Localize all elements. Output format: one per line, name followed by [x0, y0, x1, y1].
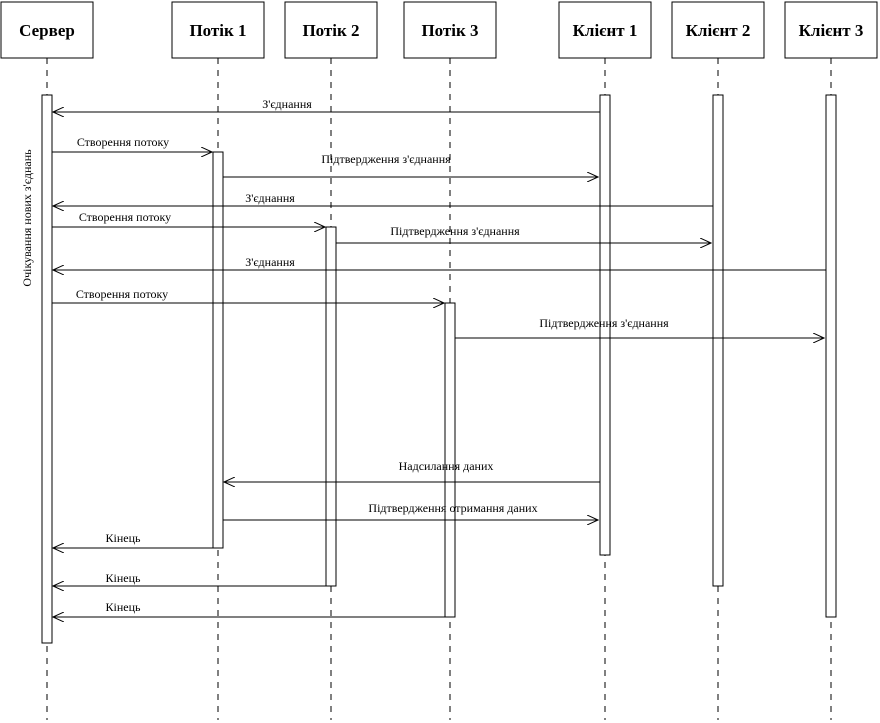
participant-box — [171, 1, 265, 59]
message-label: З'єднання — [245, 191, 295, 205]
message-1: З'єднання — [53, 97, 600, 112]
participant-box — [784, 1, 878, 59]
participant-label: Потік 2 — [302, 21, 359, 40]
participant-box — [403, 1, 497, 59]
participant-label: Клієнт 2 — [686, 21, 751, 40]
activation-bar-client1 — [599, 94, 611, 556]
participant-label: Потік 1 — [189, 21, 246, 40]
message-14: Кінець — [53, 600, 445, 617]
message-5: Створення потоку — [52, 210, 325, 227]
message-label: З'єднання — [245, 255, 295, 269]
participant-label: Клієнт 1 — [573, 21, 638, 40]
message-7: З'єднання — [53, 255, 826, 270]
message-label: Кінець — [106, 600, 142, 614]
message-8: Створення потоку — [52, 287, 444, 303]
participant-thread1: Потік 1 — [171, 1, 265, 59]
participant-box — [671, 1, 765, 59]
activation-bar-server — [41, 94, 53, 644]
participant-label: Потік 3 — [421, 21, 478, 40]
message-2: Створення потоку — [52, 135, 212, 152]
message-11: Підтвердження отримання даних — [223, 501, 598, 520]
participant-label: Клієнт 3 — [799, 21, 864, 40]
message-6: Підтвердження з'єднання — [336, 224, 711, 243]
participant-thread3: Потік 3 — [403, 1, 497, 59]
message-10: Надсилання даних — [224, 459, 600, 482]
participant-box — [0, 1, 94, 59]
participant-server: Сервер — [0, 1, 94, 59]
message-label: Підтвердження з'єднання — [321, 152, 451, 166]
message-label: Підтвердження з'єднання — [539, 316, 669, 330]
message-12: Кінець — [53, 531, 213, 548]
activation-bar-client2 — [712, 94, 724, 587]
message-13: Кінець — [53, 571, 326, 586]
activation-bar-thread3 — [444, 302, 456, 618]
message-label: Підтвердження отримання даних — [368, 501, 537, 515]
message-4: З'єднання — [53, 191, 713, 206]
side-label-waiting-connections: Очікування нових з'єднань — [20, 149, 34, 287]
message-label: Створення потоку — [79, 210, 171, 224]
activation-bar-client3 — [825, 94, 837, 618]
message-label: Кінець — [106, 571, 142, 585]
participant-client2: Клієнт 2 — [671, 1, 765, 59]
message-label: Підтвердження з'єднання — [390, 224, 520, 238]
participant-thread2: Потік 2 — [284, 1, 378, 59]
participant-client3: Клієнт 3 — [784, 1, 878, 59]
message-label: З'єднання — [262, 97, 312, 111]
message-label: Надсилання даних — [399, 459, 494, 473]
participant-box — [284, 1, 378, 59]
participant-client1: Клієнт 1 — [558, 1, 652, 59]
message-label: Створення потоку — [76, 287, 168, 301]
activation-bar-thread2 — [325, 226, 337, 587]
message-3: Підтвердження з'єднання — [223, 152, 598, 177]
message-label: Створення потоку — [77, 135, 169, 149]
participant-label: Сервер — [19, 21, 75, 40]
message-9: Підтвердження з'єднання — [455, 316, 824, 338]
message-label: Кінець — [106, 531, 142, 545]
activation-bar-thread1 — [212, 151, 224, 549]
participant-box — [558, 1, 652, 59]
